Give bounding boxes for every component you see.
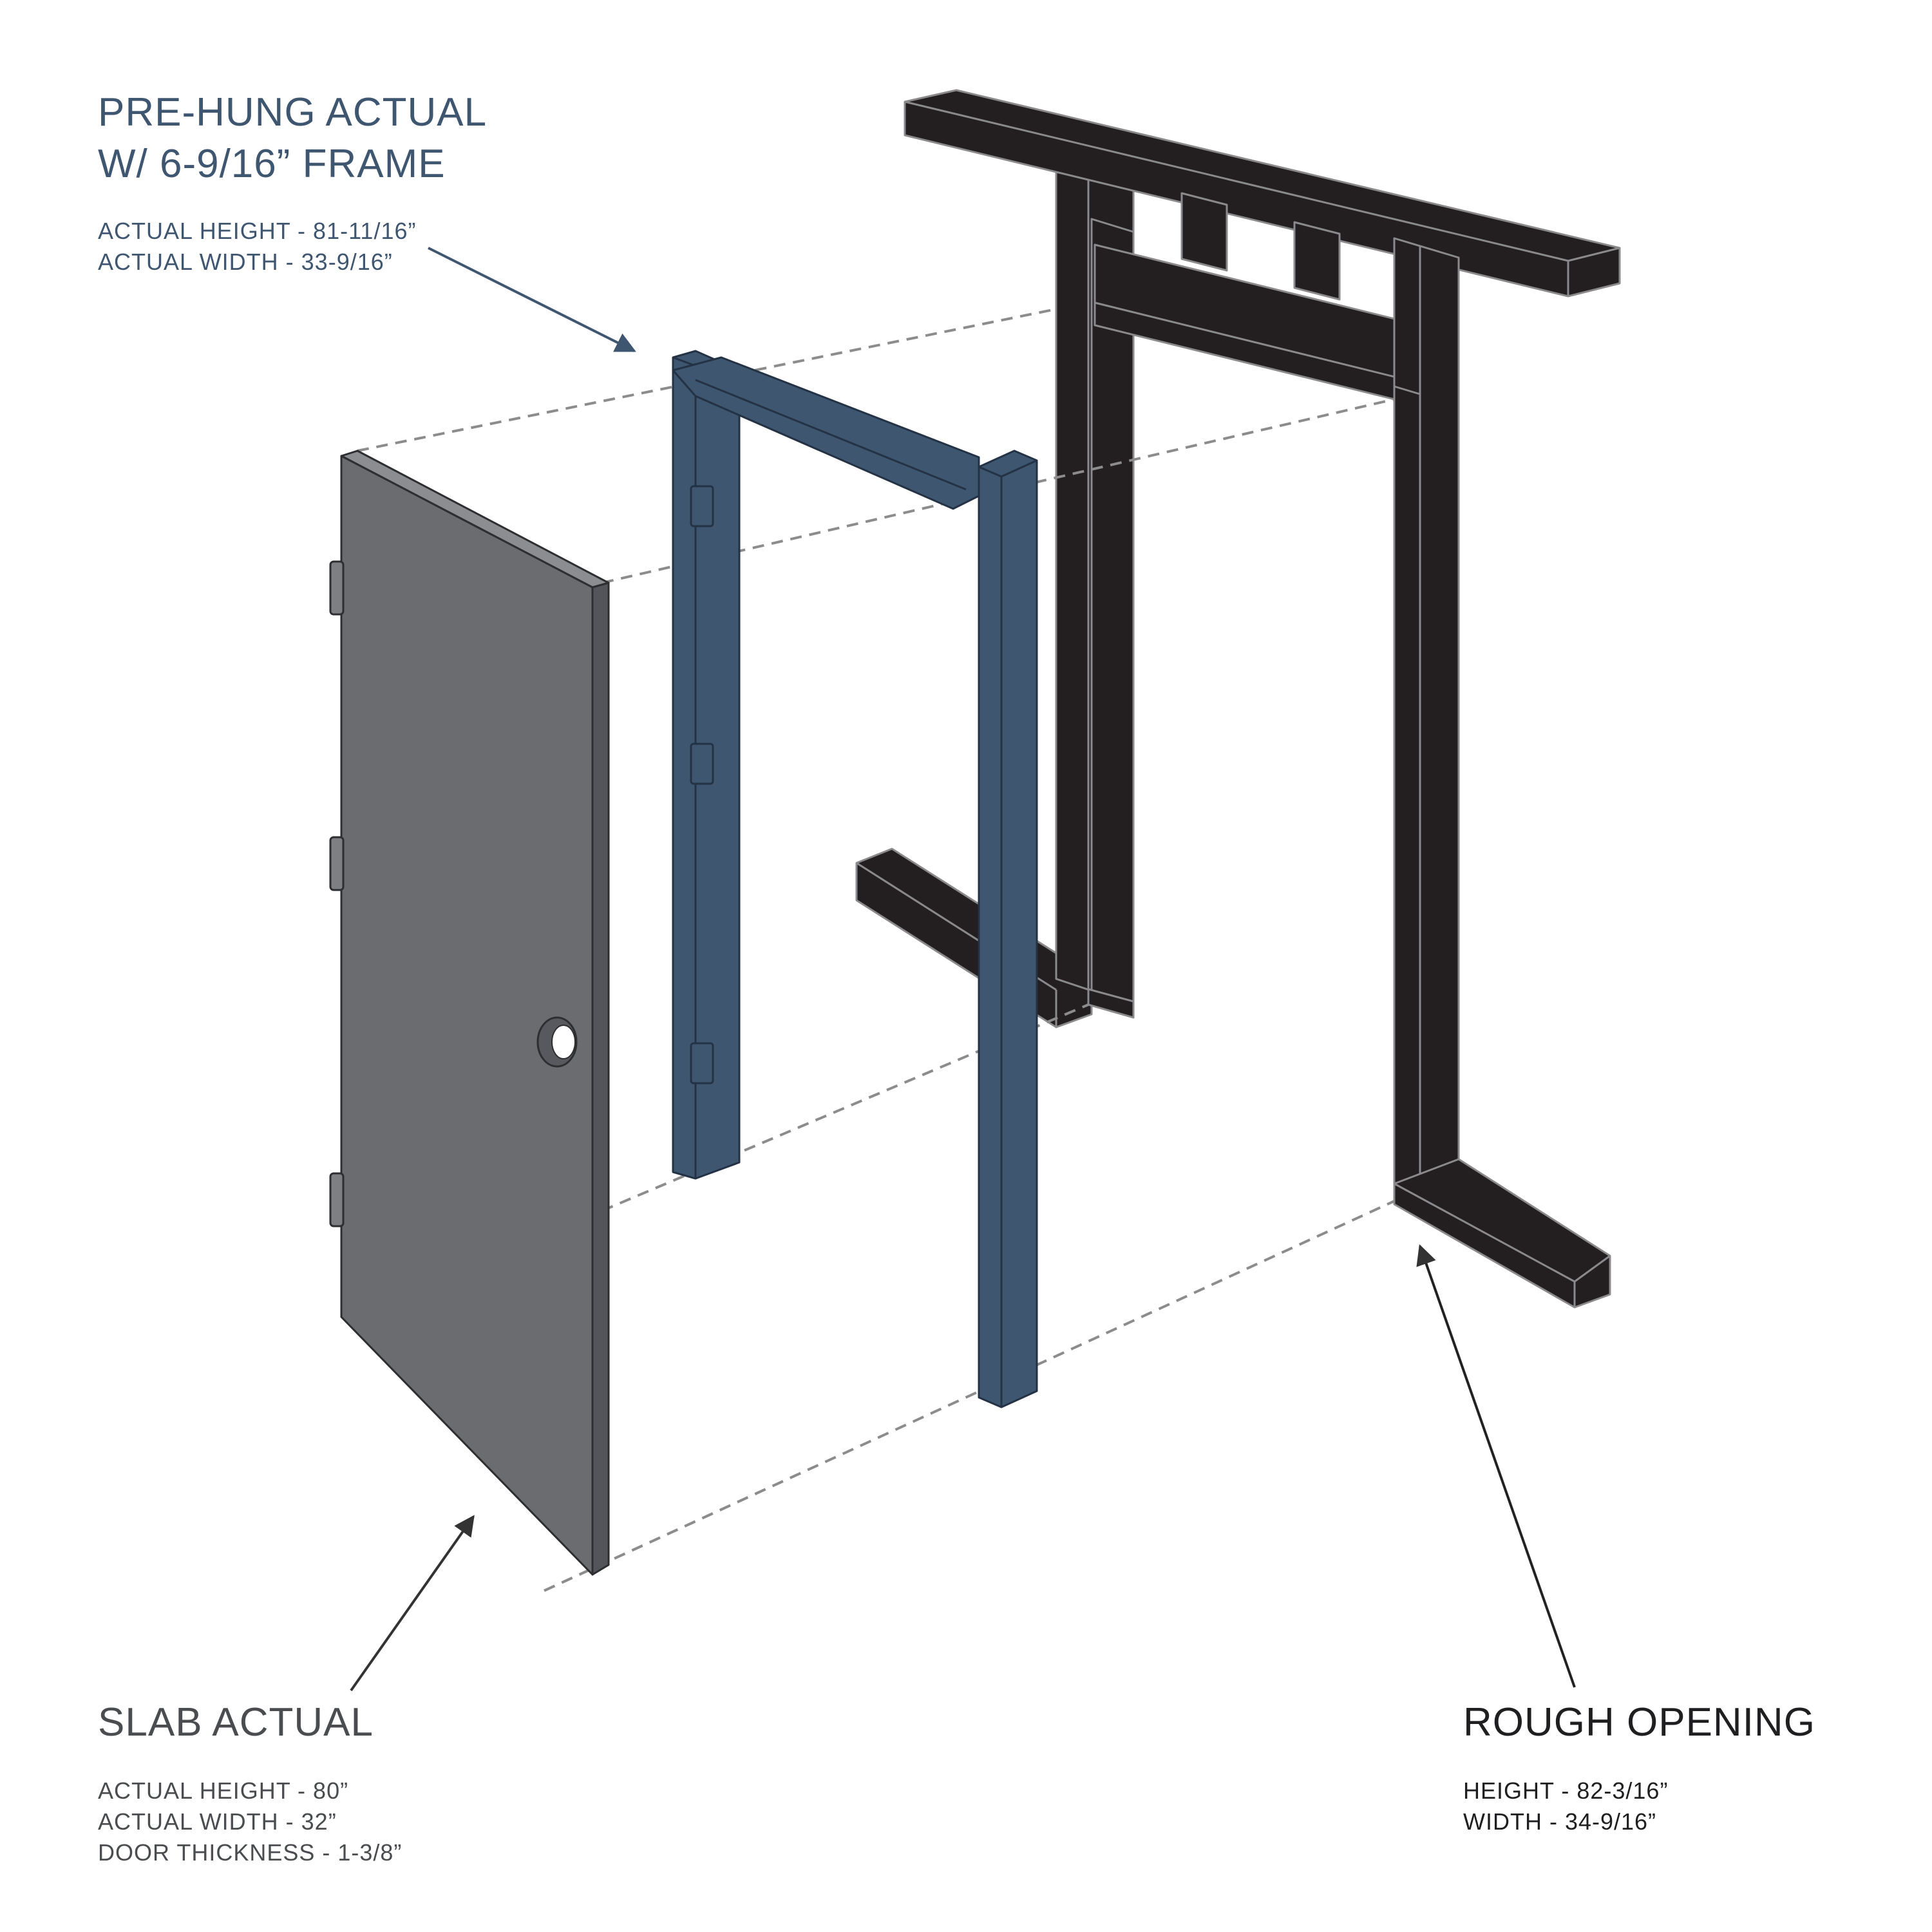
prehung-arrow (428, 247, 636, 352)
slab-face (340, 455, 594, 1576)
hinge-mortise-top (690, 485, 714, 527)
slab-title: SLAB ACTUAL (98, 1700, 374, 1745)
prehung-width: ACTUAL WIDTH - 33-9/16” (98, 249, 393, 275)
prehung-right-jamb (978, 450, 1038, 1408)
prehung-frame (672, 350, 1038, 1408)
slab-thickness: DOOR THICKNESS - 1-3/8” (98, 1839, 402, 1866)
slab-hinges (329, 560, 345, 1227)
slab-hinge-top (329, 560, 345, 616)
rough-width: WIDTH - 34-9/16” (1463, 1808, 1657, 1835)
slab-height: ACTUAL HEIGHT - 80” (98, 1777, 349, 1804)
hinge-mortise-bottom (690, 1042, 714, 1084)
slab-side-edge (591, 582, 610, 1576)
rough-left-trimmer (1090, 218, 1135, 1019)
rough-bottom-plate-right (1393, 1158, 1611, 1309)
rough-cripple-2 (1293, 221, 1341, 301)
prehung-height: ACTUAL HEIGHT - 81-11/16” (98, 218, 417, 244)
slab-hinge-middle (329, 836, 345, 891)
rough-arrow (1416, 1244, 1576, 1688)
slab-arrow (350, 1515, 475, 1692)
rough-cripple-1 (1180, 192, 1228, 272)
prehung-title-line1: PRE-HUNG ACTUAL (98, 90, 488, 135)
prehung-label: PRE-HUNG ACTUAL W/ 6-9/16” FRAME ACTUAL … (98, 87, 487, 278)
door-slab (329, 450, 610, 1576)
slab-label: SLAB ACTUAL ACTUAL HEIGHT - 80” ACTUAL W… (98, 1697, 402, 1868)
slab-hinge-bottom (329, 1172, 345, 1227)
rough-title: ROUGH OPENING (1463, 1700, 1815, 1745)
rough-label: ROUGH OPENING HEIGHT - 82-3/16” WIDTH - … (1463, 1697, 1815, 1837)
rough-height: HEIGHT - 82-3/16” (1463, 1777, 1669, 1804)
rough-top-plate (904, 89, 1621, 298)
hinge-mortise-middle (690, 743, 714, 785)
rough-header (1094, 243, 1396, 401)
prehung-title-line2: W/ 6-9/16” FRAME (98, 142, 446, 186)
slab-width: ACTUAL WIDTH - 32” (98, 1808, 337, 1835)
rough-opening-frame (855, 89, 1621, 1309)
